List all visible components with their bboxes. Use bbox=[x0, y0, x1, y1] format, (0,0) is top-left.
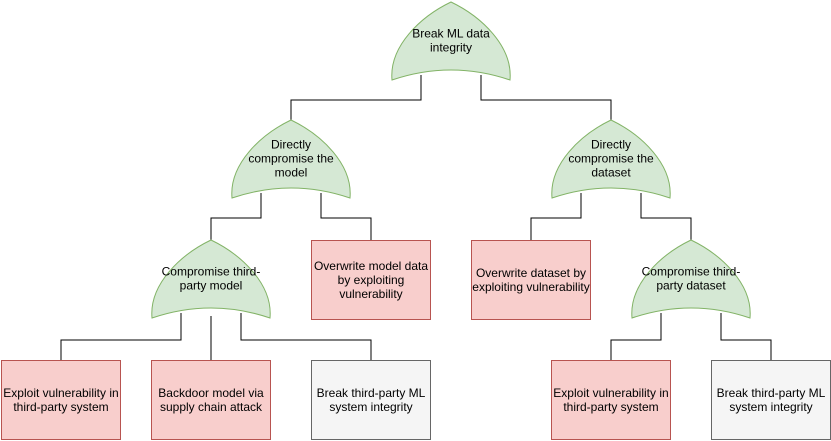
node-label-line: integrity bbox=[430, 40, 472, 54]
attack-step-box bbox=[1, 360, 121, 440]
edge-tp_model-to-break_tp_ml_l bbox=[240, 313, 372, 360]
edge-root-to-dataset bbox=[480, 75, 612, 120]
node-tp-dataset[interactable]: Compromise third-party dataset bbox=[631, 239, 751, 319]
node-label-line: Break third-party ML bbox=[717, 386, 826, 400]
edge-dataset-to-tp_dataset bbox=[640, 193, 692, 240]
node-label-line: model bbox=[275, 165, 308, 179]
node-label-line: third-party system bbox=[563, 400, 658, 414]
node-label: Compromise third-party dataset bbox=[642, 264, 741, 292]
edge-model-to-overwrite_model bbox=[320, 193, 372, 240]
node-label-line: system integrity bbox=[329, 400, 412, 414]
node-label-line: Overwrite dataset by bbox=[476, 266, 586, 280]
attack-step-box bbox=[311, 240, 431, 320]
node-label-line: Exploit vulnerability in bbox=[553, 386, 668, 400]
and-gate-shape bbox=[391, 1, 511, 81]
node-label-line: Directly bbox=[271, 137, 311, 151]
external-node-box bbox=[311, 360, 431, 440]
and-gate-shape bbox=[631, 239, 751, 319]
and-gate-shape bbox=[551, 119, 671, 199]
node-label-line: compromise the bbox=[568, 151, 654, 165]
node-label: Compromise third-party model bbox=[162, 264, 261, 292]
edge-root-to-model bbox=[290, 75, 422, 120]
node-label-line: vulnerability bbox=[339, 287, 402, 301]
node-label-line: party model bbox=[180, 278, 243, 292]
edge-tp_model-to-exploit_l bbox=[60, 313, 182, 360]
node-label-line: compromise the bbox=[248, 151, 334, 165]
node-label-line: Directly bbox=[591, 137, 631, 151]
attack-step-box bbox=[551, 360, 671, 440]
node-label-line: dataset bbox=[591, 165, 631, 179]
node-label-line: Backdoor model via bbox=[158, 386, 264, 400]
edge-tp_dataset-to-break_tp_ml_r bbox=[720, 313, 772, 360]
node-label-line: party dataset bbox=[656, 278, 726, 292]
node-label-line: system integrity bbox=[729, 400, 812, 414]
attack-step-box bbox=[471, 240, 591, 320]
edge-model-to-tp_model bbox=[210, 193, 262, 240]
node-label-line: Overwrite model data bbox=[314, 259, 428, 273]
and-gate-shape bbox=[231, 119, 351, 199]
node-label-line: supply chain attack bbox=[160, 400, 263, 414]
edge-dataset-to-overwrite_ds bbox=[530, 193, 582, 240]
attack-step-box bbox=[151, 360, 271, 440]
node-label-line: Break ML data bbox=[412, 26, 490, 40]
and-gate-shape bbox=[151, 239, 271, 319]
node-label-line: Break third-party ML bbox=[317, 386, 426, 400]
node-label-line: exploiting vulnerability bbox=[472, 280, 589, 294]
node-tp-model[interactable]: Compromise third-party model bbox=[151, 239, 271, 319]
external-node-box bbox=[711, 360, 831, 440]
node-label-line: by exploiting bbox=[338, 273, 405, 287]
edge-tp_dataset-to-exploit_r bbox=[610, 313, 662, 360]
node-label-line: Compromise third- bbox=[642, 264, 741, 278]
node-label-line: third-party system bbox=[13, 400, 108, 414]
node-label-line: Exploit vulnerability in bbox=[3, 386, 118, 400]
node-label-line: Compromise third- bbox=[162, 264, 261, 278]
